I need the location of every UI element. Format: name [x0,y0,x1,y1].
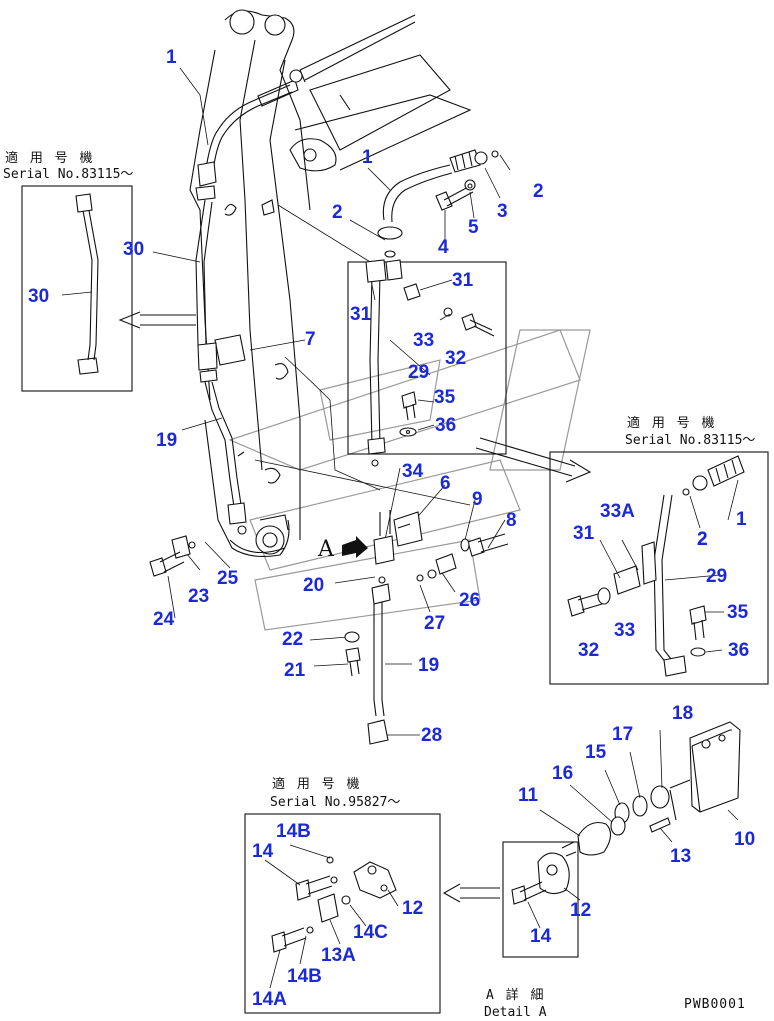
label-part-36: 36 [435,415,456,436]
label-part-2: 2 [533,181,544,202]
label-part-33: 33 [614,620,635,641]
clamp-detail-box [347,259,507,455]
label-part-18: 18 [672,703,693,724]
label-part-1: 1 [736,509,747,530]
right-inset-en: Serial No.83115～ [625,433,755,448]
label-part-1: 1 [362,147,373,168]
label-part-12: 12 [570,900,591,921]
detail-a-cluster: A [149,459,509,745]
label-part-8: 8 [506,510,517,531]
label-part-4: 4 [438,237,449,258]
label-part-19: 19 [418,655,439,676]
label-part-13: 13 [670,846,691,867]
label-part-13A: 13A [321,945,356,966]
label-part-36: 36 [728,640,749,661]
label-part-14B: 14B [287,966,322,987]
right-serial-inset: 適 用 号 機 Serial No.83115～ [549,415,769,685]
label-part-21: 21 [284,660,306,681]
label-part-14: 14 [252,841,274,862]
label-part-10: 10 [734,829,755,850]
label-part-35: 35 [727,602,749,623]
detail-a-marker: A [317,537,335,562]
label-part-2: 2 [332,202,343,223]
right-inset-jp: 適 用 号 機 [627,415,716,431]
left-inset-en: Serial No.83115～ [3,167,133,182]
label-part-14B: 14B [276,821,311,842]
label-part-15: 15 [585,742,607,763]
label-part-25: 25 [217,568,239,589]
label-part-3: 3 [497,201,508,222]
label-part-28: 28 [421,725,442,746]
label-part-30: 30 [28,286,49,307]
detail-a-caption-jp: A 詳 細 [486,987,545,1003]
label-part-14A: 14A [252,989,287,1010]
label-part-31: 31 [573,523,595,544]
drawing-code: PWB0001 [684,997,746,1012]
boom-assembly [189,9,472,557]
label-part-26: 26 [459,590,480,611]
label-part-27: 27 [424,613,445,634]
label-part-23: 23 [188,586,209,607]
label-part-33A: 33A [600,501,635,522]
left-inset-jp: 適 用 号 機 [5,150,94,166]
label-part-29: 29 [706,566,727,587]
hose-assembly-1 [195,69,303,535]
label-part-9: 9 [472,489,483,510]
label-part-2: 2 [697,529,708,550]
label-part-11: 11 [518,785,539,806]
left-serial-inset: 適 用 号 機 Serial No.83115～ [3,150,133,392]
valve-group [539,721,741,857]
label-part-17: 17 [612,724,633,745]
label-part-5: 5 [468,217,479,238]
label-part-1: 1 [166,47,177,68]
label-part-30: 30 [123,239,144,260]
detail-box-12 [442,841,581,958]
label-part-19: 19 [156,430,177,451]
footer-captions: A 詳 細 Detail A PWB0001 [484,987,746,1020]
bottom-serial-inset: 適 用 号 機 Serial No.95827～ [244,776,441,1014]
label-part-35: 35 [434,387,456,408]
leader-lines [118,67,592,736]
label-part-31: 31 [452,270,474,291]
label-part-34: 34 [402,461,424,482]
label-part-32: 32 [578,640,599,661]
label-part-7: 7 [305,329,316,350]
bottom-inset-jp: 適 用 号 機 [272,776,361,792]
label-part-14C: 14C [353,922,388,943]
hose-assembly-2 [377,149,499,258]
label-part-14: 14 [530,926,552,947]
label-part-33: 33 [413,330,434,351]
background-watermark [228,329,591,631]
label-part-2: 2 [697,529,708,550]
label-part-24: 24 [153,609,175,630]
bottom-inset-en: Serial No.95827～ [270,795,400,810]
label-part-22: 22 [282,629,303,650]
detail-a-caption-en: Detail A [484,1005,547,1020]
label-part-31: 31 [350,304,372,325]
label-part-20: 20 [303,575,324,596]
label-part-29: 29 [408,362,429,383]
part-number-labels: 1 1 2 3 4 5 2 31 31 33 32 29 35 36 7 30 … [28,47,755,1010]
label-part-32: 32 [445,348,466,369]
label-part-16: 16 [552,763,573,784]
label-part-6: 6 [440,473,451,494]
label-part-12: 12 [402,898,423,919]
